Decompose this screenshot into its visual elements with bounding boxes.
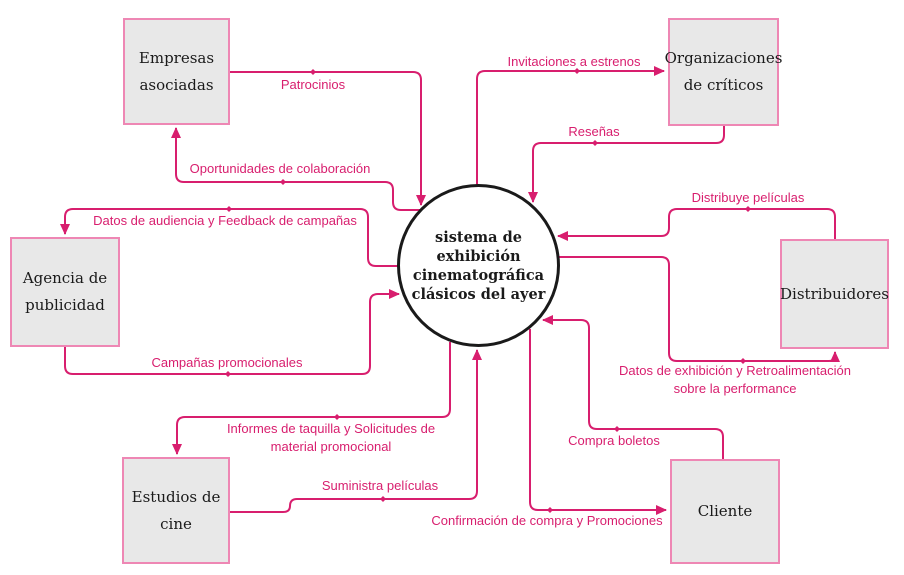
entity-label: de críticos xyxy=(683,76,764,94)
entity-label: Cliente xyxy=(697,502,753,520)
flow-label-invitaciones-a-estrenos: Invitaciones a estrenos xyxy=(507,54,641,69)
entity-agencia-de-publicidad: Agencia de publicidad xyxy=(10,237,120,347)
process-sistema-de-exhibicion: sistema de exhibición cinematográfica cl… xyxy=(397,184,560,347)
flow-line-datos-de-exhibicion xyxy=(559,256,840,364)
flow-label-datos-de-exhibicion: Datos de exhibición y Retroalimentación … xyxy=(619,363,851,396)
flow-line-patrocinios xyxy=(230,69,426,206)
entity-estudios-de-cine: Estudios de cine xyxy=(122,457,230,564)
flow-line-suministra-peliculas xyxy=(230,349,482,513)
entity-empresas-asociadas: Empresas asociadas xyxy=(123,18,230,125)
entity-organizaciones-de-criticos: Organizaciones de críticos xyxy=(665,18,782,126)
flow-line-informes-de-taquilla xyxy=(172,342,451,455)
flow-line-invitaciones-a-estrenos xyxy=(476,66,665,185)
flow-line-compra-boletos xyxy=(542,315,724,459)
flow-label-campanas-promocionales: Campañas promocionales xyxy=(151,355,303,370)
flow-label-oportunidades-de-colaboracion: Oportunidades de colaboración xyxy=(189,161,371,176)
flow-label-suministra-peliculas: Suministra películas xyxy=(321,478,439,493)
flow-line-oportunidades-de-colaboracion xyxy=(171,127,420,211)
process-label: exhibición xyxy=(436,247,521,265)
flow-line-distribuye-peliculas xyxy=(557,206,836,241)
process-label: sistema de xyxy=(435,228,522,246)
entity-cliente: Cliente xyxy=(670,459,780,564)
entity-label: asociadas xyxy=(139,75,214,94)
flow-label-resenas: Reseñas xyxy=(568,124,620,139)
flow-label-datos-de-audiencia: Datos de audiencia y Feedback de campaña… xyxy=(93,213,357,228)
entity-distribuidores: Distribuidores xyxy=(780,239,889,349)
flow-label-distribuye-peliculas: Distribuye películas xyxy=(691,190,805,205)
flow-label-informes-de-taquilla: Informes de taquilla y Solicitudes de ma… xyxy=(226,421,436,454)
entity-label: Distribuidores xyxy=(780,284,889,303)
flow-label-patrocinios: Patrocinios xyxy=(280,77,346,92)
entity-label: Agencia de xyxy=(22,269,108,287)
entity-label: Organizaciones xyxy=(664,49,783,67)
flow-label-compra-boletos: Compra boletos xyxy=(568,433,660,448)
entity-label: publicidad xyxy=(25,296,105,314)
entity-label: cine xyxy=(160,514,192,533)
entity-label: Empresas xyxy=(138,48,215,67)
flow-line-datos-de-audiencia xyxy=(60,206,398,267)
flow-line-confirmacion-de-compra xyxy=(529,329,667,515)
process-label: clásicos del ayer xyxy=(411,285,546,303)
process-label: cinematográfica xyxy=(412,266,545,284)
flow-label-confirmacion-de-compra: Confirmación de compra y Promociones xyxy=(431,513,663,528)
flow-line-resenas xyxy=(528,126,725,203)
entity-label: Estudios de xyxy=(131,487,221,506)
flow-line-campanas-promocionales xyxy=(64,289,400,377)
